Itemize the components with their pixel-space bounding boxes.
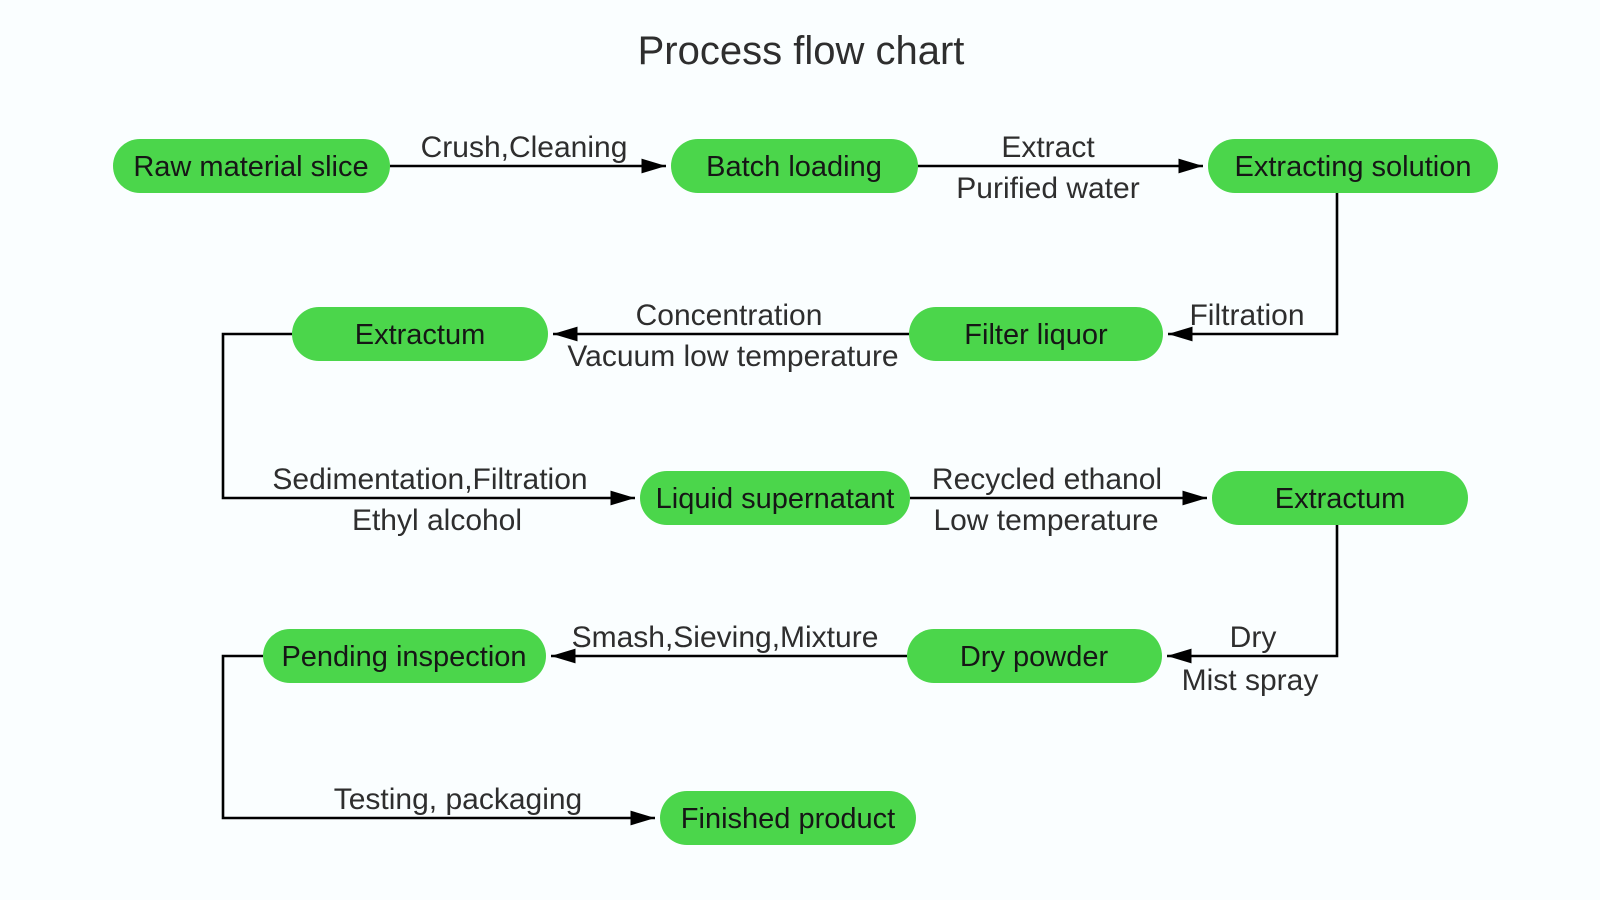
edge-connector: [1167, 525, 1339, 664]
edge-label: Recycled ethanol: [932, 463, 1162, 496]
edge-label: Extract: [1001, 131, 1095, 164]
node-pill: [1208, 139, 1498, 193]
edge-extractum-1-to-liquid-supernatant: Sedimentation,Filtration Ethyl alcohol: [221, 332, 635, 537]
node-label: Filter liquor: [964, 319, 1108, 351]
edge-label: Vacuum low temperature: [567, 340, 898, 373]
node-label: Dry powder: [960, 641, 1109, 673]
edge-label: Mist spray: [1182, 664, 1319, 697]
node-label: Extracting solution: [1235, 151, 1472, 183]
edge-label: Crush,Cleaning: [421, 131, 628, 164]
node-extractum-2: Extractum: [1212, 471, 1468, 525]
node-label: Batch loading: [706, 151, 882, 183]
edge-pending-inspection-to-finished-product: Testing, packaging: [221, 654, 655, 826]
node-label: Extractum: [355, 319, 486, 351]
node-pill: [292, 307, 548, 361]
edge-filter-liquor-to-extractum-1: Concentration Vacuum low temperature: [553, 299, 909, 373]
edge-label: Filtration: [1189, 299, 1304, 332]
node-label: Pending inspection: [281, 641, 526, 673]
node-label: Finished product: [681, 803, 895, 835]
node-label: Liquid supernatant: [656, 483, 895, 515]
node-pill: [263, 629, 546, 683]
chart-title: Process flow chart: [638, 29, 965, 73]
edge-dry-powder-to-pending-inspection: Smash,Sieving,Mixture: [551, 621, 907, 664]
edge-label: Testing, packaging: [334, 783, 583, 816]
node-finished-product: Finished product: [660, 791, 916, 845]
node-label: Extractum: [1275, 483, 1406, 515]
edge-raw-material-to-batch-loading: Crush,Cleaning: [390, 131, 666, 174]
edge-extractum-2-to-dry-powder: Dry Mist spray: [1167, 525, 1339, 697]
edge-label: Ethyl alcohol: [352, 504, 522, 537]
node-pending-inspection: Pending inspection: [263, 629, 546, 683]
edge-label: Low temperature: [933, 504, 1158, 537]
node-pill: [907, 629, 1162, 683]
node-pill: [1212, 471, 1468, 525]
node-pill: [660, 791, 916, 845]
edge-label: Purified water: [956, 172, 1139, 205]
node-pill: [113, 139, 390, 193]
node-filter-liquor: Filter liquor: [909, 307, 1163, 361]
node-extracting-solution: Extracting solution: [1208, 139, 1498, 193]
node-extractum-1: Extractum: [292, 307, 548, 361]
node-batch-loading: Batch loading: [671, 139, 918, 193]
node-pill: [671, 139, 918, 193]
edge-batch-loading-to-extracting-solution: Extract Purified water: [918, 131, 1203, 205]
edge-label: Dry: [1230, 621, 1277, 654]
node-pill: [640, 471, 910, 525]
node-label: Raw material slice: [133, 151, 368, 183]
edge-label: Concentration: [636, 299, 823, 332]
edge-label: Sedimentation,Filtration: [272, 463, 587, 496]
edge-connector: [221, 332, 635, 506]
edge-label: Smash,Sieving,Mixture: [572, 621, 879, 654]
edge-connector: [221, 654, 655, 826]
node-pill: [909, 307, 1163, 361]
edge-liquid-supernatant-to-extractum-2: Recycled ethanol Low temperature: [910, 463, 1207, 537]
node-liquid-supernatant: Liquid supernatant: [640, 471, 910, 525]
edge-connector: [1168, 193, 1339, 342]
edge-extracting-solution-to-filter-liquor: Filtration: [1168, 193, 1339, 342]
node-raw-material-slice: Raw material slice: [113, 139, 390, 193]
node-dry-powder: Dry powder: [907, 629, 1162, 683]
